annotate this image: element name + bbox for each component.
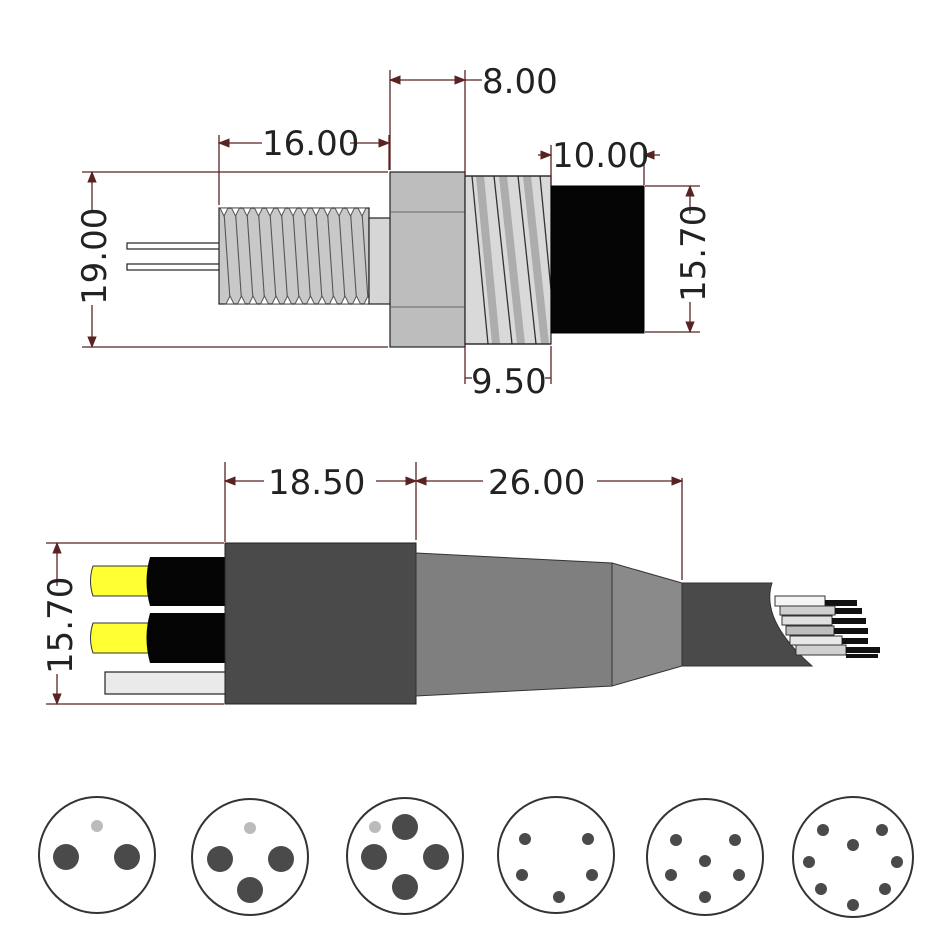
main-body — [224, 542, 417, 705]
dim-19: 19.00 — [75, 208, 115, 305]
dim-15-70-middle: 15.70 — [41, 577, 81, 674]
layout-3-pin — [191, 798, 309, 916]
taper-neck — [611, 562, 683, 687]
white-pin — [104, 671, 227, 695]
middle-dimensions: 18.50 26.00 15.70 — [41, 462, 684, 706]
dim-26: 26.00 — [488, 463, 585, 503]
pin-layouts — [38, 796, 914, 918]
middle-view-connector — [90, 542, 880, 705]
dim-10: 10.00 — [552, 136, 649, 176]
threaded-section — [218, 207, 373, 305]
black-boot — [550, 185, 645, 334]
yellow-pin-lower — [90, 613, 226, 663]
dim-18-50: 18.50 — [268, 463, 365, 503]
layout-4-pin — [346, 797, 464, 915]
layout-5-pin — [497, 796, 615, 914]
coarse-thread-collar — [464, 175, 552, 345]
top-dimensions: 16.00 8.00 10.00 19.00 15.70 9.50 — [75, 62, 714, 402]
neck — [368, 217, 392, 305]
dim-9-50: 9.50 — [471, 362, 547, 402]
layout-2-pin — [38, 796, 156, 914]
layout-7-pin — [646, 798, 764, 916]
dim-15-70-top: 15.70 — [674, 205, 714, 302]
dim-8: 8.00 — [482, 62, 558, 102]
taper-section — [415, 552, 613, 697]
dim-16: 16.00 — [262, 124, 359, 164]
top-view-connector — [126, 171, 645, 348]
cable-jacket — [681, 582, 814, 667]
top-pin-lower — [126, 263, 222, 271]
wire-bundle — [774, 595, 880, 658]
yellow-pin-upper — [90, 557, 226, 606]
layout-8-pin — [792, 796, 914, 918]
top-pin-upper — [126, 242, 222, 250]
hex-nut — [389, 171, 466, 348]
